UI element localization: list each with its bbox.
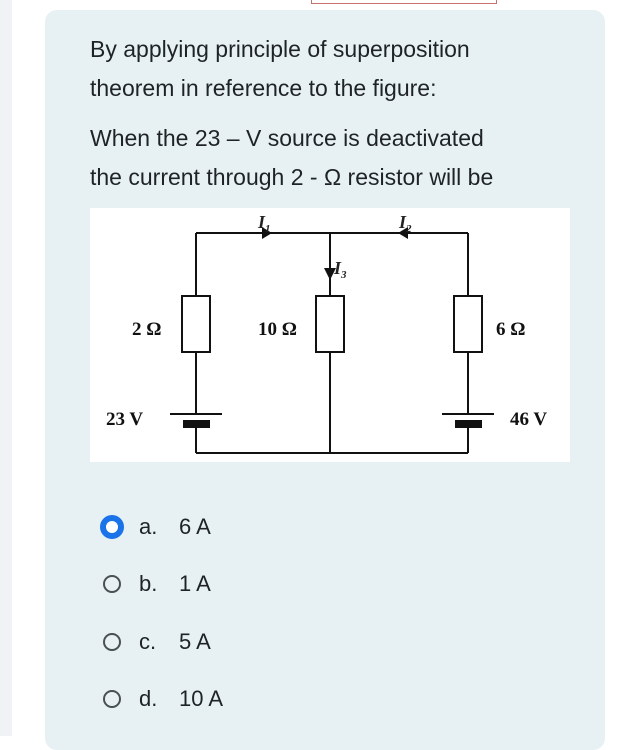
- option-text: 5 A: [179, 629, 211, 654]
- label-i3: I3: [333, 258, 347, 281]
- battery-23v-short-plate: [183, 420, 210, 428]
- option-text: 1 A: [179, 571, 211, 596]
- option-d[interactable]: d. 10 A: [103, 684, 223, 714]
- question-text-line: When the 23 – V source is deactivated: [90, 125, 484, 151]
- label-r3: 6 Ω: [496, 319, 525, 340]
- label-i1: I1: [257, 212, 271, 235]
- arrow-i2: [398, 227, 408, 239]
- option-b[interactable]: b. 1 A: [103, 569, 211, 599]
- option-letter: d.: [139, 686, 158, 711]
- battery-46v-short-plate: [455, 420, 482, 428]
- radio-icon[interactable]: [103, 633, 121, 651]
- radio-icon[interactable]: [103, 690, 121, 708]
- question-text-line: By applying principle of superposition: [90, 36, 470, 62]
- flag-box: [311, 0, 497, 4]
- label-i2: I2: [398, 212, 412, 235]
- arrow-i1: [262, 227, 272, 239]
- option-c[interactable]: c. 5 A: [103, 627, 211, 657]
- label-r1: 2 Ω: [132, 319, 161, 340]
- radio-selected-icon[interactable]: [100, 515, 124, 539]
- resistor-2ohm: [181, 295, 211, 353]
- label-v2: 46 V: [510, 409, 547, 430]
- question-text-line: theorem in reference to the figure:: [90, 75, 437, 101]
- resistor-10ohm: [315, 295, 345, 353]
- option-letter: c.: [139, 629, 157, 654]
- left-edge-strip: [0, 0, 12, 736]
- option-a[interactable]: a. 6 A: [100, 512, 211, 542]
- circuit-figure: I1 I2 I3 2 Ω 10 Ω 6 Ω 23 V 46 V: [90, 208, 570, 462]
- label-r2: 10 Ω: [258, 319, 297, 340]
- option-letter: a.: [139, 514, 158, 539]
- option-text: 10 A: [179, 686, 224, 711]
- option-letter: b.: [139, 571, 158, 596]
- arrow-i3: [324, 268, 336, 280]
- option-text: 6 A: [179, 514, 211, 539]
- resistor-6ohm: [453, 295, 483, 353]
- question-text-line: the current through 2 - Ω resistor will …: [90, 164, 494, 190]
- radio-icon[interactable]: [103, 575, 121, 593]
- label-v1: 23 V: [106, 409, 143, 430]
